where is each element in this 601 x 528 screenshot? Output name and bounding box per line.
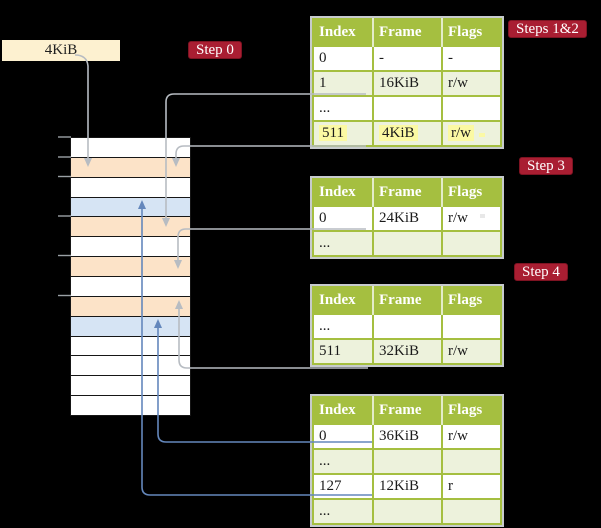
cell-frame <box>372 230 443 257</box>
highlight: 511 <box>319 125 347 141</box>
column-header-frame: Frame <box>372 179 442 206</box>
table-header-row: Index Frame Flags <box>313 179 501 206</box>
table-row: ... <box>312 230 502 257</box>
cell-index: ... <box>312 95 374 122</box>
column-header-flags: Flags <box>441 179 501 206</box>
arrow-stub <box>479 133 485 137</box>
column-header-frame: Frame <box>372 19 442 46</box>
cell-index: 0 <box>312 423 374 450</box>
column-header-flags: Flags <box>441 397 501 424</box>
memory-frame-12kib <box>71 197 190 218</box>
cell-frame: 16KiB <box>372 70 443 97</box>
cell-flags: r/w <box>441 205 502 232</box>
memory-frame-4kib <box>71 157 190 178</box>
cell-frame <box>372 448 443 475</box>
table-row: ... <box>312 95 502 122</box>
cell-index: ... <box>312 230 374 257</box>
cell-frame: 24KiB <box>372 205 443 232</box>
pointer-box-4kib: 4KiB <box>2 40 120 61</box>
column-header-index: Index <box>313 397 373 424</box>
table-header-row: Index Frame Flags <box>313 397 501 424</box>
badge-step-3: Step 3 <box>519 157 573 175</box>
table-row: ... <box>312 448 502 475</box>
cell-index: ... <box>312 313 374 340</box>
cell-frame: 36KiB <box>372 423 443 450</box>
memory-frame-24kib <box>71 257 190 278</box>
column-header-flags: Flags <box>441 19 501 46</box>
memory-frame <box>71 277 190 297</box>
cell-flags <box>441 498 502 525</box>
cell-flags: r/w <box>441 120 502 147</box>
table-header-row: Index Frame Flags <box>313 19 501 46</box>
table-row: 0 24KiB r/w <box>312 205 502 232</box>
table-row: ... <box>312 498 502 525</box>
memory-frame <box>71 396 190 416</box>
column-header-frame: Frame <box>372 397 442 424</box>
page-table-step-4: Index Frame Flags ... 511 32KiB r/w <box>310 284 504 367</box>
table-row: 1 16KiB r/w <box>312 70 502 97</box>
cell-index: 0 <box>312 205 374 232</box>
memory-frame <box>71 138 190 158</box>
cell-frame <box>372 95 443 122</box>
arrow-stub <box>480 214 485 218</box>
table-row-highlighted: 511 4KiB r/w <box>312 120 502 147</box>
page-table-final: Index Frame Flags 0 36KiB r/w ... 127 12… <box>310 394 504 527</box>
cell-index: 511 <box>312 338 374 365</box>
table-header-row: Index Frame Flags <box>313 287 501 314</box>
table-row: ... <box>312 313 502 340</box>
cell-frame: 32KiB <box>372 338 443 365</box>
memory-frame <box>71 336 190 357</box>
physical-memory-column <box>70 137 191 416</box>
cell-frame <box>372 313 443 340</box>
cell-index: 1 <box>312 70 374 97</box>
column-header-index: Index <box>313 19 373 46</box>
cell-flags: r/w <box>441 70 502 97</box>
cell-flags: - <box>441 45 502 72</box>
highlight: r/w <box>448 125 474 141</box>
cell-flags <box>441 448 502 475</box>
column-header-index: Index <box>313 179 373 206</box>
memory-frame-32kib <box>71 296 190 317</box>
cell-index: 0 <box>312 45 374 72</box>
table-row: 0 36KiB r/w <box>312 423 502 450</box>
cell-frame: - <box>372 45 443 72</box>
cell-flags <box>441 313 502 340</box>
highlight: 4KiB <box>379 125 418 141</box>
table-row: 127 12KiB r <box>312 473 502 500</box>
cell-index: 511 <box>312 120 374 147</box>
table-row: 0 - - <box>312 45 502 72</box>
cell-flags: r <box>441 473 502 500</box>
memory-frame <box>71 237 190 258</box>
column-header-index: Index <box>313 287 373 314</box>
cell-index: ... <box>312 448 374 475</box>
memory-frame <box>71 376 190 397</box>
cell-frame <box>372 498 443 525</box>
cell-frame: 4KiB <box>372 120 443 147</box>
memory-frame <box>71 177 190 198</box>
memory-frame-16kib <box>71 217 190 238</box>
badge-step-4: Step 4 <box>514 263 568 281</box>
memory-frame-36kib <box>71 316 190 337</box>
column-header-frame: Frame <box>372 287 442 314</box>
cell-flags <box>441 230 502 257</box>
cell-flags <box>441 95 502 122</box>
cell-flags: r/w <box>441 423 502 450</box>
table-row: 511 32KiB r/w <box>312 338 502 365</box>
cell-index: 127 <box>312 473 374 500</box>
page-table-step-3: Index Frame Flags 0 24KiB r/w ... <box>310 176 504 259</box>
cell-frame: 12KiB <box>372 473 443 500</box>
badge-steps-1-2: Steps 1&2 <box>508 20 587 38</box>
page-table-steps-1-2: Index Frame Flags 0 - - 1 16KiB r/w ... … <box>310 16 504 149</box>
column-header-flags: Flags <box>441 287 501 314</box>
badge-step-0: Step 0 <box>188 41 242 59</box>
memory-frame <box>71 356 190 377</box>
cell-index: ... <box>312 498 374 525</box>
cell-flags: r/w <box>441 338 502 365</box>
